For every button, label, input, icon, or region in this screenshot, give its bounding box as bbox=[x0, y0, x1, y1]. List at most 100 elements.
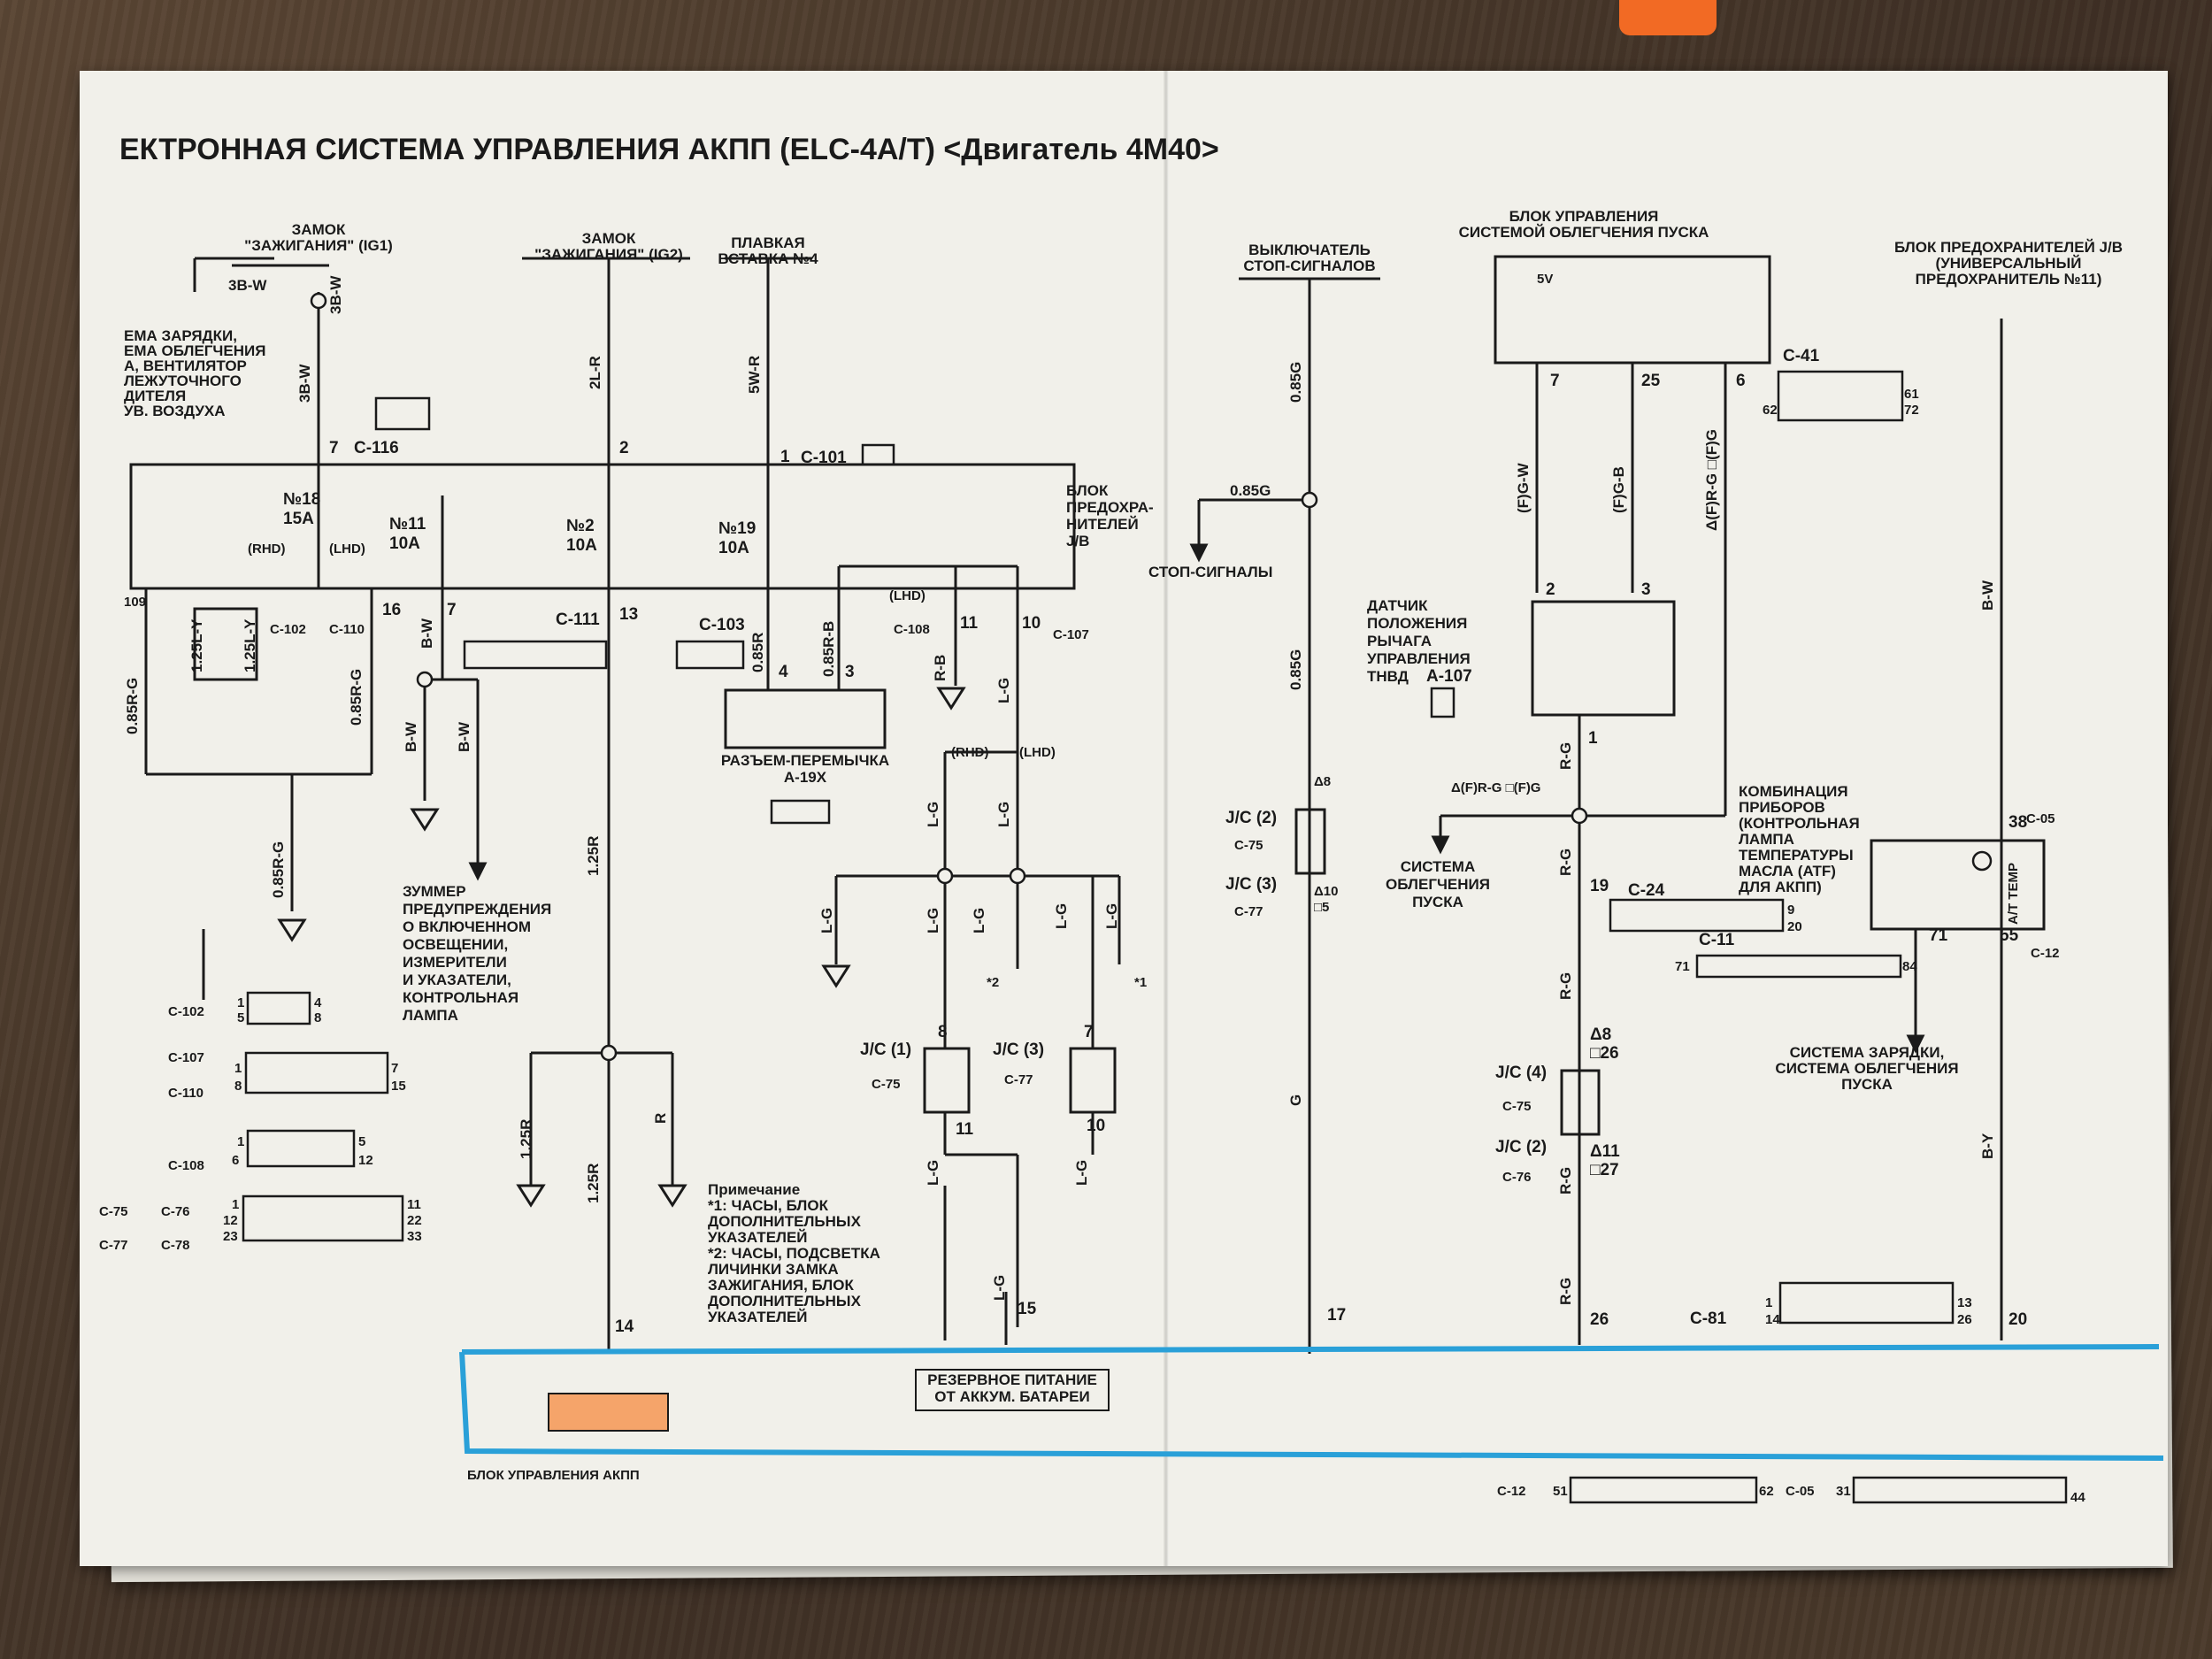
diagram-title: ЕКТРОННАЯ СИСТЕМА УПРАВЛЕНИЯ АКПП (ELC-4… bbox=[119, 133, 1219, 166]
cluster-label-1: ПРИБОРОВ bbox=[1739, 799, 1825, 816]
lever-sensor-label-4: ТНВД bbox=[1367, 668, 1409, 685]
ecu-outline bbox=[459, 1344, 2164, 1461]
connector-c77-c: C-77 bbox=[99, 1238, 128, 1253]
buzzer-label-2: О ВКЛЮЧЕННОМ bbox=[403, 918, 531, 935]
connector-c111: C-111 bbox=[556, 611, 600, 629]
pin: 7 bbox=[1550, 372, 1560, 390]
pin: 71 bbox=[1929, 926, 1948, 945]
junction-dot bbox=[936, 867, 954, 885]
pin: *1 bbox=[1134, 975, 1147, 990]
jumper-label-1: А-19Х bbox=[784, 769, 827, 786]
jc4-label: J/C (4) bbox=[1495, 1064, 1547, 1082]
pin: 1 bbox=[237, 1134, 244, 1149]
pin: Δ11 bbox=[1590, 1142, 1620, 1161]
fuse18-amp: 15A bbox=[283, 510, 314, 528]
lever-sensor-label-2: РЫЧАГА bbox=[1367, 633, 1432, 649]
fuse-block-label-1: ПРЕДОХРА- bbox=[1066, 499, 1154, 516]
pin: 3 bbox=[845, 663, 855, 681]
buzzer-label-6: КОНТРОЛЬНАЯ bbox=[403, 989, 518, 1006]
wire-lg-5: L-G bbox=[925, 908, 941, 933]
pin: 31 bbox=[1836, 1484, 1851, 1499]
wire-085rg: 0.85R-G bbox=[124, 678, 141, 734]
wire-by: B-Y bbox=[1979, 1133, 1996, 1159]
wires bbox=[129, 255, 2046, 1354]
connector-icon bbox=[242, 1194, 404, 1242]
pin: □5 bbox=[1314, 900, 1329, 915]
lever-sensor-label-1: ПОЛОЖЕНИЯ bbox=[1367, 615, 1467, 632]
wire-bw-4: B-W bbox=[1979, 580, 1996, 611]
pin: Δ10 bbox=[1314, 884, 1338, 899]
buzzer-label-3: ОСВЕЩЕНИИ, bbox=[403, 936, 508, 953]
pin: 62 bbox=[1759, 1484, 1774, 1499]
pin: 1 bbox=[237, 995, 244, 1010]
ground-symbol bbox=[278, 918, 306, 941]
wire-rg-2: R-G bbox=[1557, 849, 1574, 876]
pin: 25 bbox=[1641, 372, 1661, 390]
pin: 7 bbox=[447, 601, 457, 619]
pin: 11 bbox=[956, 1120, 974, 1139]
left-systems-label-5: УВ. ВОЗДУХА bbox=[124, 403, 226, 419]
ign2-label-0: ЗАМОК bbox=[582, 230, 636, 247]
lhd-label-2: (LHD) bbox=[889, 588, 926, 603]
connector-c107: C-107 bbox=[1053, 627, 1089, 642]
cluster-label-0: КОМБИНАЦИЯ bbox=[1739, 783, 1848, 800]
pin: 20 bbox=[1787, 919, 1802, 934]
connector-icon bbox=[1430, 687, 1455, 718]
jumper-label-0: РАЗЪЕМ-ПЕРЕМЫЧКА bbox=[721, 752, 889, 769]
connector-icon bbox=[1778, 1281, 1955, 1325]
connector-icon bbox=[861, 443, 895, 466]
fuse19-num: №19 bbox=[718, 519, 756, 538]
wire-lg-10: L-G bbox=[1073, 1160, 1090, 1186]
pin: 10 bbox=[1022, 614, 1041, 633]
wire-3bw: 3B-W bbox=[228, 277, 267, 294]
note-label-8: УКАЗАТЕЛЕЙ bbox=[708, 1309, 808, 1325]
pin: 5 bbox=[237, 1010, 244, 1025]
pin: Δ8 bbox=[1314, 774, 1331, 789]
pin: 12 bbox=[358, 1153, 373, 1168]
pin: 61 bbox=[1904, 387, 1919, 402]
pin: 13 bbox=[1957, 1295, 1972, 1310]
stop-switch-label-1: СТОП-СИГНАЛОВ bbox=[1243, 257, 1375, 274]
jc2-label: J/C (2) bbox=[1225, 809, 1277, 827]
lever-sensor-label-0: ДАТЧИК bbox=[1367, 597, 1428, 614]
pin: 11 bbox=[960, 614, 979, 633]
pin: 22 bbox=[407, 1213, 422, 1228]
pin: 19 bbox=[1590, 877, 1609, 895]
pin: 109 bbox=[124, 595, 146, 610]
stop-switch-label-0: ВЫКЛЮЧАТЕЛЬ bbox=[1248, 242, 1371, 258]
fuse-block-label-2: НИТЕЛЕЙ bbox=[1066, 516, 1139, 533]
wire-lg-9: L-G bbox=[925, 1160, 941, 1186]
pin: 6 bbox=[1736, 372, 1746, 390]
charging-label-0: СИСТЕМА ЗАРЯДКИ, bbox=[1790, 1044, 1945, 1061]
pin: 8 bbox=[314, 1010, 321, 1025]
fuse-block-label-3: J/B bbox=[1066, 533, 1089, 549]
pin: 17 bbox=[1327, 1306, 1346, 1325]
junction-dot bbox=[1301, 491, 1318, 509]
pin: 15 bbox=[391, 1079, 406, 1094]
wire-lg-8: L-G bbox=[1103, 903, 1120, 929]
junction-dot bbox=[310, 292, 327, 310]
backup-box bbox=[915, 1369, 1110, 1411]
pin: 1 bbox=[234, 1061, 242, 1076]
cluster-label-5: МАСЛА (ATF) bbox=[1739, 863, 1836, 879]
connector-c24: C-24 bbox=[1628, 881, 1665, 900]
junction-dot bbox=[1009, 867, 1026, 885]
connector-a107: A-107 bbox=[1426, 667, 1472, 686]
jc2-label-b: J/C (2) bbox=[1495, 1138, 1547, 1156]
pin: □27 bbox=[1590, 1161, 1619, 1179]
wire-125ly: 1.25L-Y bbox=[188, 618, 205, 672]
connector-c110: C-110 bbox=[329, 622, 365, 637]
pin: 8 bbox=[938, 1023, 948, 1041]
pin: 10 bbox=[1087, 1117, 1105, 1135]
wire-lg-3: L-G bbox=[995, 802, 1012, 827]
note-label-2: ДОПОЛНИТЕЛЬНЫХ bbox=[708, 1213, 862, 1230]
wire-frg-fg-2: Δ(F)R-G □(F)G bbox=[1451, 780, 1540, 795]
jc3-label-b: J/C (3) bbox=[993, 1041, 1044, 1059]
start-unit-label-1: СИСТЕМОЙ ОБЛЕГЧЕНИЯ ПУСКА bbox=[1459, 224, 1709, 241]
connector-c77: C-77 bbox=[1234, 904, 1263, 919]
pin: 20 bbox=[2008, 1310, 2027, 1329]
jc3-label: J/C (3) bbox=[1225, 875, 1277, 894]
lever-sensor-label-3: УПРАВЛЕНИЯ bbox=[1367, 650, 1471, 667]
wire-5v: 5V bbox=[1537, 272, 1553, 287]
